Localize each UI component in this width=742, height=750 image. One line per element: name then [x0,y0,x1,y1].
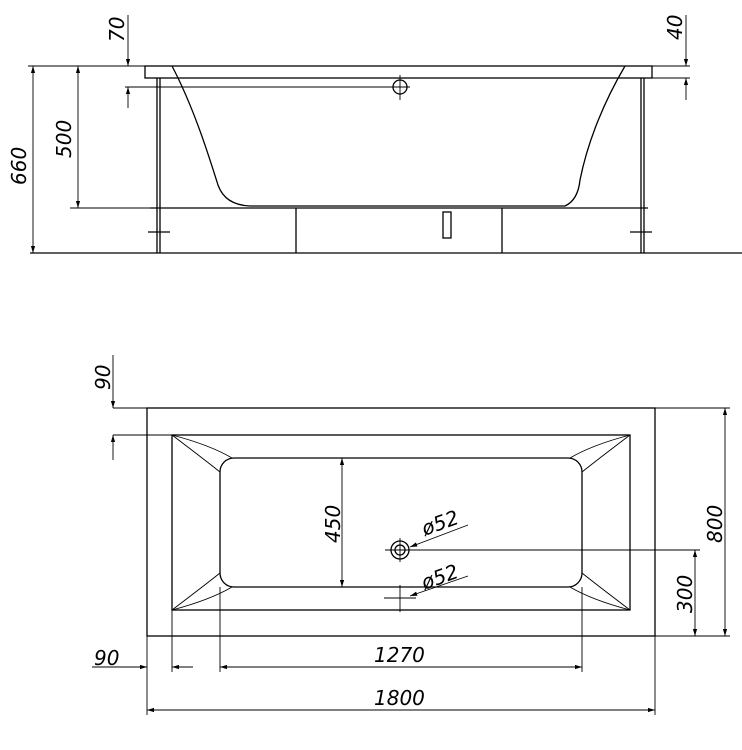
dim-660: 660 [7,147,31,185]
dim-drain-dia: ø52 [417,505,462,541]
dim-1800: 1800 [374,686,425,710]
side-view: 660 500 70 40 [7,15,742,254]
dim-overflow-dia: ø52 [417,559,462,595]
legs [148,78,652,253]
dim-450: 450 [321,505,345,543]
dim-90-left: 90 [94,646,119,670]
tub-rim [144,65,653,79]
dim-70: 70 [105,17,129,42]
top-view: ø52 ø52 450 800 300 90 90 1270 1800 [91,355,730,715]
inner-rim [171,434,631,611]
dim-1270: 1270 [374,643,425,667]
dim-800: 800 [703,505,727,543]
corner-slopes [171,434,631,611]
dim-300: 300 [673,575,697,613]
basin [219,457,583,588]
outer-rim [146,407,656,637]
dim-40: 40 [663,15,687,40]
dim-90-top: 90 [91,365,115,390]
tub-body [171,65,626,207]
dim-500: 500 [52,120,76,158]
